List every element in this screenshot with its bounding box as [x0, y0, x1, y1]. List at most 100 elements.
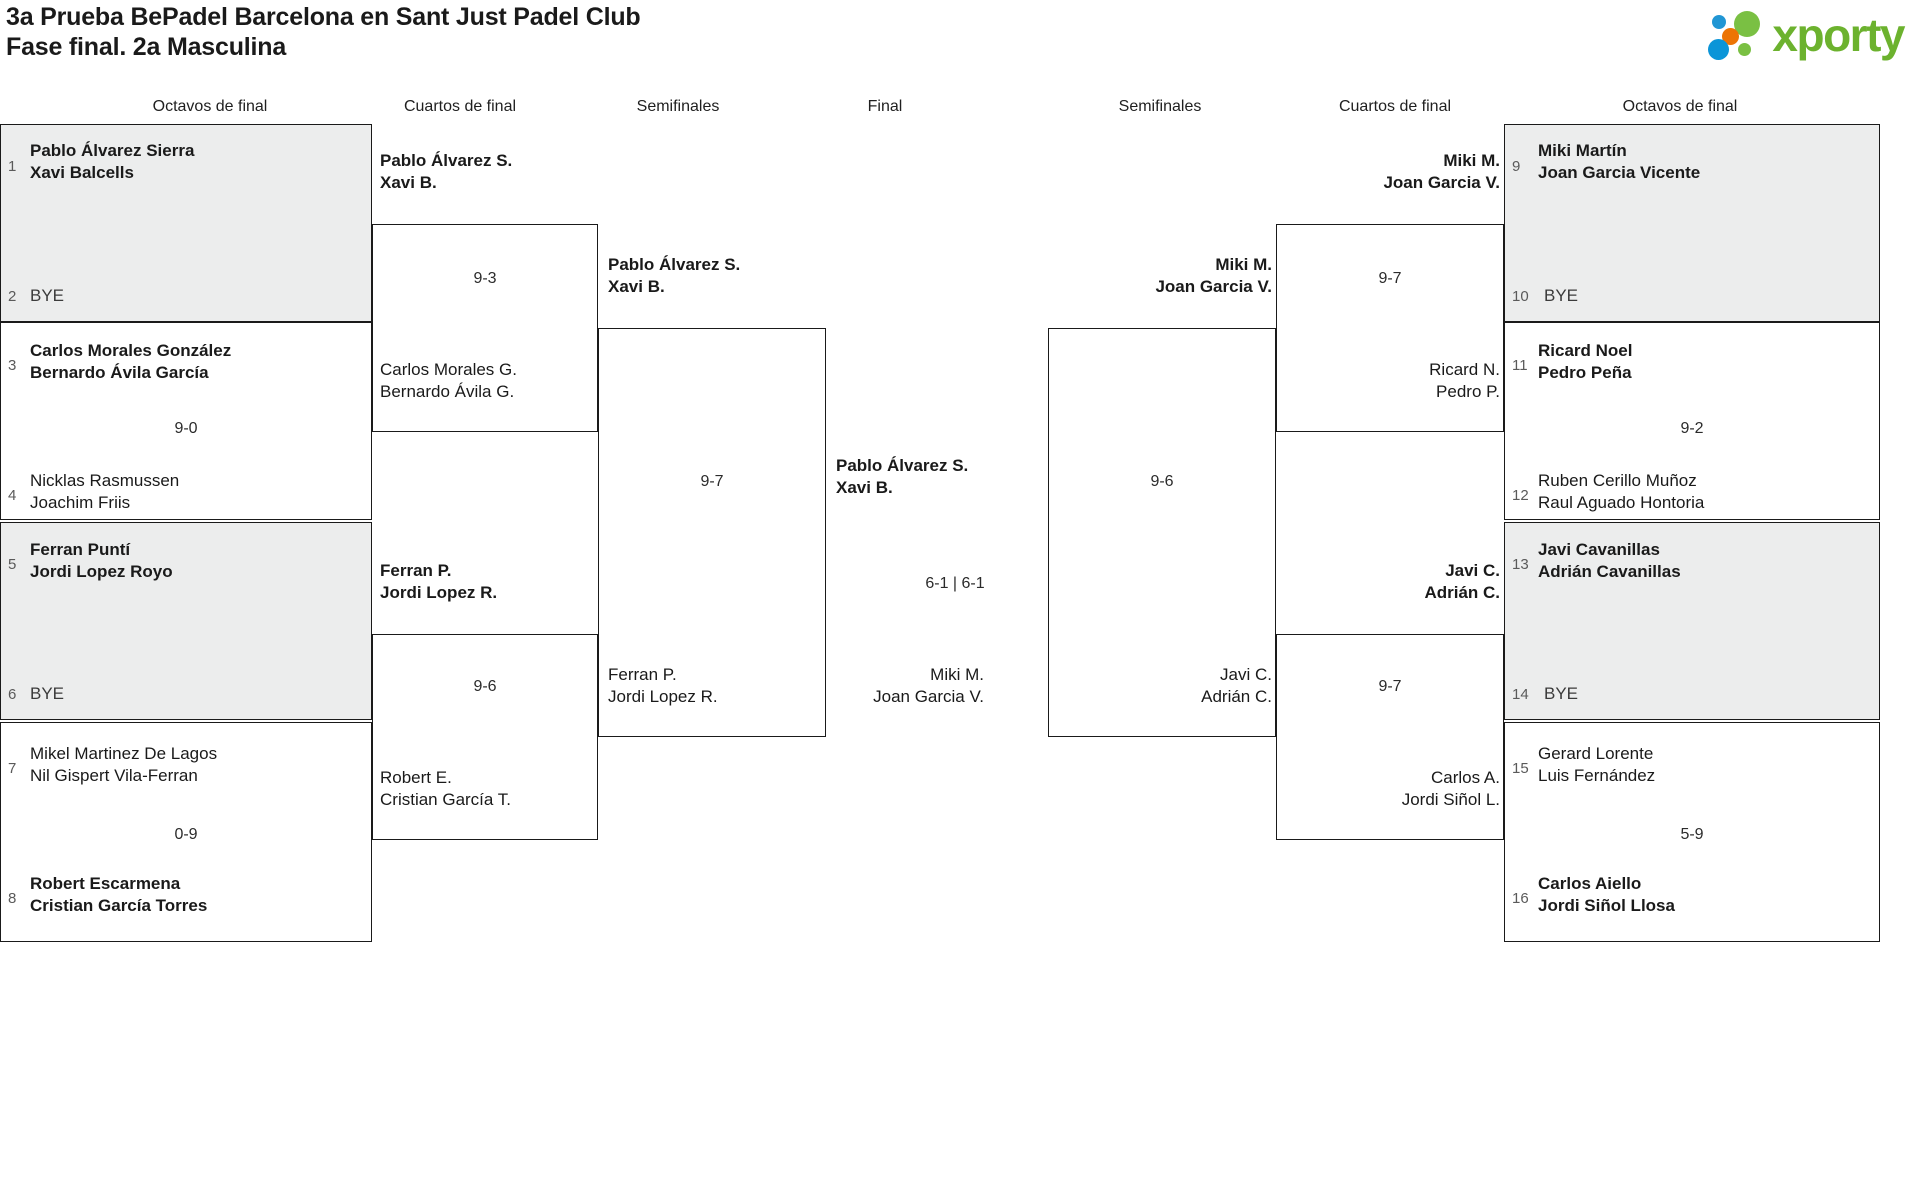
player-1b: Xavi Balcells [30, 163, 134, 182]
score-qf-right-bottom: 9-7 [1378, 678, 1402, 695]
seed-number-10: 10 [1512, 288, 1529, 305]
round-label-left-sf: Semifinales [636, 98, 720, 115]
xporty-logo[interactable]: xporty [1708, 6, 1905, 64]
score-final: 6-1 | 6-1 [925, 575, 985, 592]
qf-left-1a: Pablo Álvarez S. [380, 151, 513, 170]
round-label-right-sf: Semifinales [1118, 98, 1202, 115]
title-line-2: Fase final. 2a Masculina [6, 33, 287, 61]
player-3a: Carlos Morales González [30, 341, 232, 360]
player-4b: Joachim Friis [30, 493, 131, 512]
player-14a: BYE [1544, 684, 1579, 703]
qf-right-2a: Ricard N. [1429, 360, 1500, 379]
logo-dots-icon [1708, 9, 1764, 61]
score-qf-left-top: 9-3 [473, 270, 497, 287]
sf-right-2b: Adrián C. [1201, 687, 1272, 706]
qf-left-4a: Robert E. [380, 768, 452, 787]
seed-number-14: 14 [1512, 686, 1529, 703]
match-cell-left-3-4[interactable] [0, 322, 372, 520]
qf-right-2b: Pedro P. [1436, 382, 1500, 401]
seed-number-6: 6 [8, 686, 17, 703]
round-label-right-r16: Octavos de final [1622, 98, 1738, 115]
qf-connector-right-bottom [1276, 634, 1504, 840]
qf-left-1b: Xavi B. [380, 173, 437, 192]
final-bottom-a: Miki M. [930, 665, 984, 684]
match-cell-right-13-14[interactable] [1504, 522, 1880, 720]
player-15a: Gerard Lorente [1538, 744, 1654, 763]
score-right-15-16: 5-9 [1680, 826, 1704, 843]
logo-wordmark: xporty [1772, 9, 1905, 61]
sf-right-1a: Miki M. [1215, 255, 1272, 274]
score-qf-left-bottom: 9-6 [473, 678, 497, 695]
match-cell-left-1-2[interactable] [0, 124, 372, 322]
qf-left-3a: Ferran P. [380, 561, 452, 580]
player-8b: Cristian García Torres [30, 896, 208, 915]
score-right-11-12: 9-2 [1680, 420, 1704, 437]
qf-connector-right-top [1276, 224, 1504, 432]
player-7a: Mikel Martinez De Lagos [30, 744, 218, 763]
final-top-b: Xavi B. [836, 478, 893, 497]
qf-left-4b: Cristian García T. [380, 790, 512, 809]
player-13a: Javi Cavanillas [1538, 540, 1660, 559]
qf-connector-left-bottom [372, 634, 598, 840]
qf-right-3a: Javi C. [1445, 561, 1500, 580]
match-cell-right-15-16[interactable] [1504, 722, 1880, 942]
logo-dot-orange [1722, 28, 1740, 45]
player-5a: Ferran Puntí [30, 540, 131, 559]
player-11b: Pedro Peña [1538, 363, 1632, 382]
player-9b: Joan Garcia Vicente [1538, 163, 1701, 182]
player-11a: Ricard Noel [1538, 341, 1633, 360]
qf-left-2b: Bernardo Ávila G. [380, 382, 515, 401]
logo-dot-blue-large [1708, 39, 1730, 60]
sf-left-1b: Xavi B. [608, 277, 665, 296]
player-5b: Jordi Lopez Royo [30, 562, 173, 581]
player-10a: BYE [1544, 286, 1579, 305]
player-9a: Miki Martín [1538, 141, 1627, 160]
player-13b: Adrián Cavanillas [1538, 562, 1681, 581]
qf-right-1a: Miki M. [1443, 151, 1500, 170]
score-left-7-8: 0-9 [174, 826, 198, 843]
seed-number-3: 3 [8, 357, 17, 374]
player-4a: Nicklas Rasmussen [30, 471, 180, 490]
score-sf-right: 9-6 [1150, 473, 1174, 490]
score-left-3-4: 9-0 [174, 420, 198, 437]
player-1a: Pablo Álvarez Sierra [30, 141, 195, 160]
player-7b: Nil Gispert Vila-Ferran [30, 766, 198, 785]
match-cell-right-9-10[interactable] [1504, 124, 1880, 322]
qf-right-1b: Joan Garcia V. [1383, 173, 1500, 192]
round-label-left-r16: Octavos de final [152, 98, 268, 115]
player-8a: Robert Escarmena [30, 874, 181, 893]
match-cell-right-11-12[interactable] [1504, 322, 1880, 520]
logo-dot-green-large [1734, 11, 1761, 37]
page-title: 3a Prueba BePadel Barcelona en Sant Just… [6, 2, 1106, 62]
sf-connector-left [598, 328, 826, 737]
logo-dot-blue-small [1712, 15, 1727, 29]
seed-number-13: 13 [1512, 556, 1529, 573]
seed-number-9: 9 [1512, 158, 1521, 175]
sf-left-2a: Ferran P. [608, 665, 677, 684]
qf-right-3b: Adrián C. [1424, 583, 1500, 602]
round-label-final: Final [867, 98, 903, 115]
player-16b: Jordi Siñol Llosa [1538, 896, 1675, 915]
score-sf-left: 9-7 [700, 473, 724, 490]
final-top-a: Pablo Álvarez S. [836, 456, 969, 475]
match-cell-left-7-8[interactable] [0, 722, 372, 942]
seed-number-1: 1 [8, 158, 17, 175]
sf-right-1b: Joan Garcia V. [1155, 277, 1272, 296]
seed-number-11: 11 [1512, 357, 1528, 374]
sf-left-1a: Pablo Álvarez S. [608, 255, 741, 274]
seed-number-5: 5 [8, 556, 17, 573]
player-3b: Bernardo Ávila García [30, 363, 209, 382]
match-cell-left-5-6[interactable] [0, 522, 372, 720]
player-12a: Ruben Cerillo Muñoz [1538, 471, 1697, 490]
player-15b: Luis Fernández [1538, 766, 1656, 785]
sf-right-2a: Javi C. [1220, 665, 1272, 684]
player-2a: BYE [30, 286, 65, 305]
seed-number-12: 12 [1512, 487, 1529, 504]
player-12b: Raul Aguado Hontoria [1538, 493, 1705, 512]
logo-dot-green-small [1738, 43, 1752, 56]
qf-right-4a: Carlos A. [1431, 768, 1500, 787]
sf-connector-right [1048, 328, 1276, 737]
sf-left-2b: Jordi Lopez R. [608, 687, 718, 706]
qf-right-4b: Jordi Siñol L. [1401, 790, 1500, 809]
